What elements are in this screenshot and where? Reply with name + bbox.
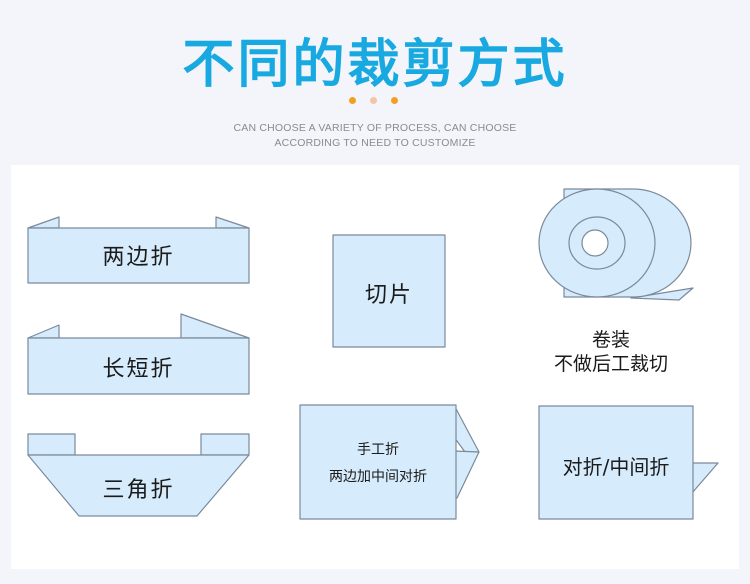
subtitle: CAN CHOOSE A VARIETY OF PROCESS, CAN CHO… bbox=[0, 121, 750, 151]
manual-fold-shape bbox=[299, 404, 480, 520]
fold-illustrations bbox=[27, 188, 719, 520]
dot-3 bbox=[391, 97, 398, 104]
cutting-methods-panel: 两边折 长短折 三角折 切片 卷装 不做后工裁切 手工折 两边加中间对折 对折/… bbox=[11, 165, 739, 569]
dot-1 bbox=[349, 97, 356, 104]
label-sheet: 切片 bbox=[364, 283, 413, 308]
label-half-fold: 对折/中间折 bbox=[562, 455, 670, 479]
long-short-fold-shape bbox=[27, 313, 250, 395]
label-triangle-fold: 三角折 bbox=[102, 478, 175, 503]
subtitle-line-1: CAN CHOOSE A VARIETY OF PROCESS, CAN CHO… bbox=[233, 122, 517, 134]
decorative-dots bbox=[349, 97, 401, 105]
subtitle-line-2: ACCORDING TO NEED TO CUSTOMIZE bbox=[274, 137, 476, 149]
page-title: 不同的裁剪方式 bbox=[182, 35, 568, 95]
roll-shape bbox=[538, 188, 694, 301]
label-long-short-fold: 长短折 bbox=[102, 357, 175, 382]
label-roll-line-1: 卷装 bbox=[591, 329, 630, 351]
two-side-fold-shape bbox=[27, 216, 250, 284]
label-manual-fold-line-1: 手工折 bbox=[357, 442, 399, 458]
label-two-side-fold: 两边折 bbox=[102, 245, 175, 270]
label-manual-fold-line-2: 两边加中间对折 bbox=[329, 469, 427, 485]
label-roll-line-2: 不做后工裁切 bbox=[553, 353, 668, 375]
triangle-fold-shape bbox=[27, 433, 250, 517]
sheet-shape bbox=[332, 234, 446, 348]
half-fold-shape bbox=[538, 405, 719, 520]
dot-2 bbox=[370, 97, 377, 104]
